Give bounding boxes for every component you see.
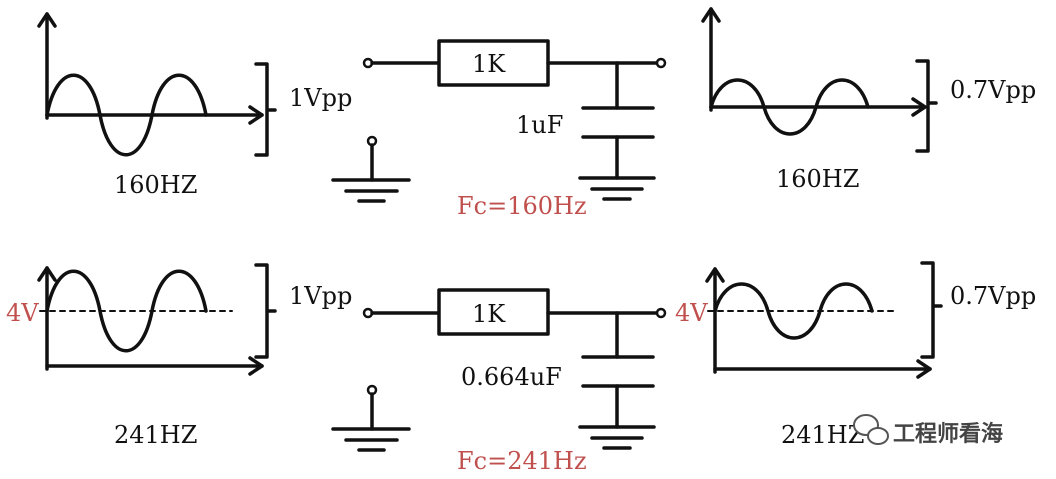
- bottom-input-amplitude-bracket: [254, 263, 277, 359]
- top-output-terminal: [655, 57, 667, 69]
- top-resistor-value: 1K: [472, 50, 506, 78]
- top-output-x-arrow: [911, 97, 927, 117]
- top-ground-symbol: [331, 178, 411, 203]
- bottom-output-amplitude: 0.7Vpp: [950, 282, 1036, 310]
- bottom-output-terminal: [655, 307, 667, 319]
- top-output-sine: [709, 78, 870, 136]
- top-output-amplitude: 0.7Vpp: [950, 76, 1036, 104]
- top-input-amplitude-bracket: [254, 62, 277, 157]
- bottom-output-frequency: 241HZ: [781, 421, 864, 449]
- bottom-output-y-arrow: [705, 267, 725, 283]
- top-output-amplitude-bracket: [915, 59, 938, 153]
- bottom-output-dc-level: 4V: [675, 299, 708, 327]
- top-input-sine: [45, 73, 208, 157]
- bottom-input-x-arrow: [248, 356, 264, 376]
- wechat-icon: [853, 414, 889, 445]
- top-cutoff-frequency: Fc=160Hz: [457, 192, 587, 220]
- top-input-frequency: 160HZ: [114, 171, 197, 199]
- top-output-plot: [701, 7, 938, 153]
- bottom-output-x-arrow: [916, 359, 932, 379]
- bottom-input-frequency: 241HZ: [114, 421, 197, 449]
- top-input-y-arrow: [37, 12, 57, 28]
- bottom-capacitor-value: 0.664uF: [461, 363, 562, 391]
- top-circuit: [331, 39, 667, 203]
- top-cap-ground-symbol: [578, 176, 656, 201]
- top-output-frequency: 160HZ: [776, 165, 859, 193]
- top-input-plot: [37, 12, 277, 157]
- watermark-text: 工程师看海: [893, 421, 1003, 447]
- top-capacitor-value: 1uF: [516, 111, 563, 139]
- bottom-input-y-arrow: [37, 266, 57, 282]
- bottom-cap-ground-symbol: [578, 425, 656, 450]
- bottom-output-amplitude-bracket: [920, 261, 943, 359]
- bottom-input-sine: [45, 269, 208, 353]
- top-input-amplitude: 1Vpp: [289, 84, 352, 112]
- bottom-input-dc-level: 4V: [6, 299, 39, 327]
- bottom-input-plot: [37, 263, 277, 376]
- bottom-output-plot: [705, 261, 943, 379]
- top-output-y-arrow: [701, 7, 721, 23]
- watermark: 工程师看海: [853, 414, 1003, 447]
- bottom-resistor-value: 1K: [472, 300, 506, 328]
- bottom-output-sine: [713, 282, 874, 340]
- bottom-cutoff-frequency: Fc=241Hz: [457, 447, 587, 475]
- bottom-input-amplitude: 1Vpp: [289, 282, 352, 310]
- bottom-ground-symbol: [331, 427, 411, 452]
- bottom-circuit: [331, 288, 667, 452]
- top-input-x-arrow: [248, 105, 264, 125]
